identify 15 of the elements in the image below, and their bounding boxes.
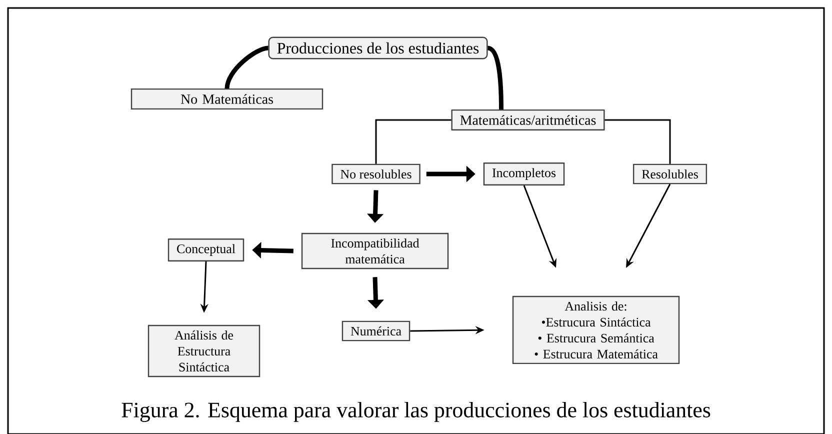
connector [604, 119, 671, 164]
box: Conceptual [168, 238, 244, 262]
box: Numérica [342, 320, 410, 342]
connector [224, 46, 269, 89]
box: Analisis de: •Estrucura Sintáctica • Estrucura Semántica • Estrucura Matemática [512, 296, 680, 364]
box: Incompatibilidad matemática [301, 232, 449, 270]
box: Resolubles [632, 164, 708, 184]
box: Producciones de los estudiantes [268, 36, 488, 60]
box: Incompletos [483, 162, 565, 186]
box: Análisis de Estructura Sintáctica [148, 324, 260, 378]
box: No resolubles [332, 164, 420, 184]
caption: Figura 2. Esquema para valorar las producciones de los estudiantes [122, 402, 710, 422]
box: No Matemáticas [130, 88, 324, 110]
box: Matemáticas/aritméticas [451, 109, 605, 130]
connector [375, 119, 452, 164]
